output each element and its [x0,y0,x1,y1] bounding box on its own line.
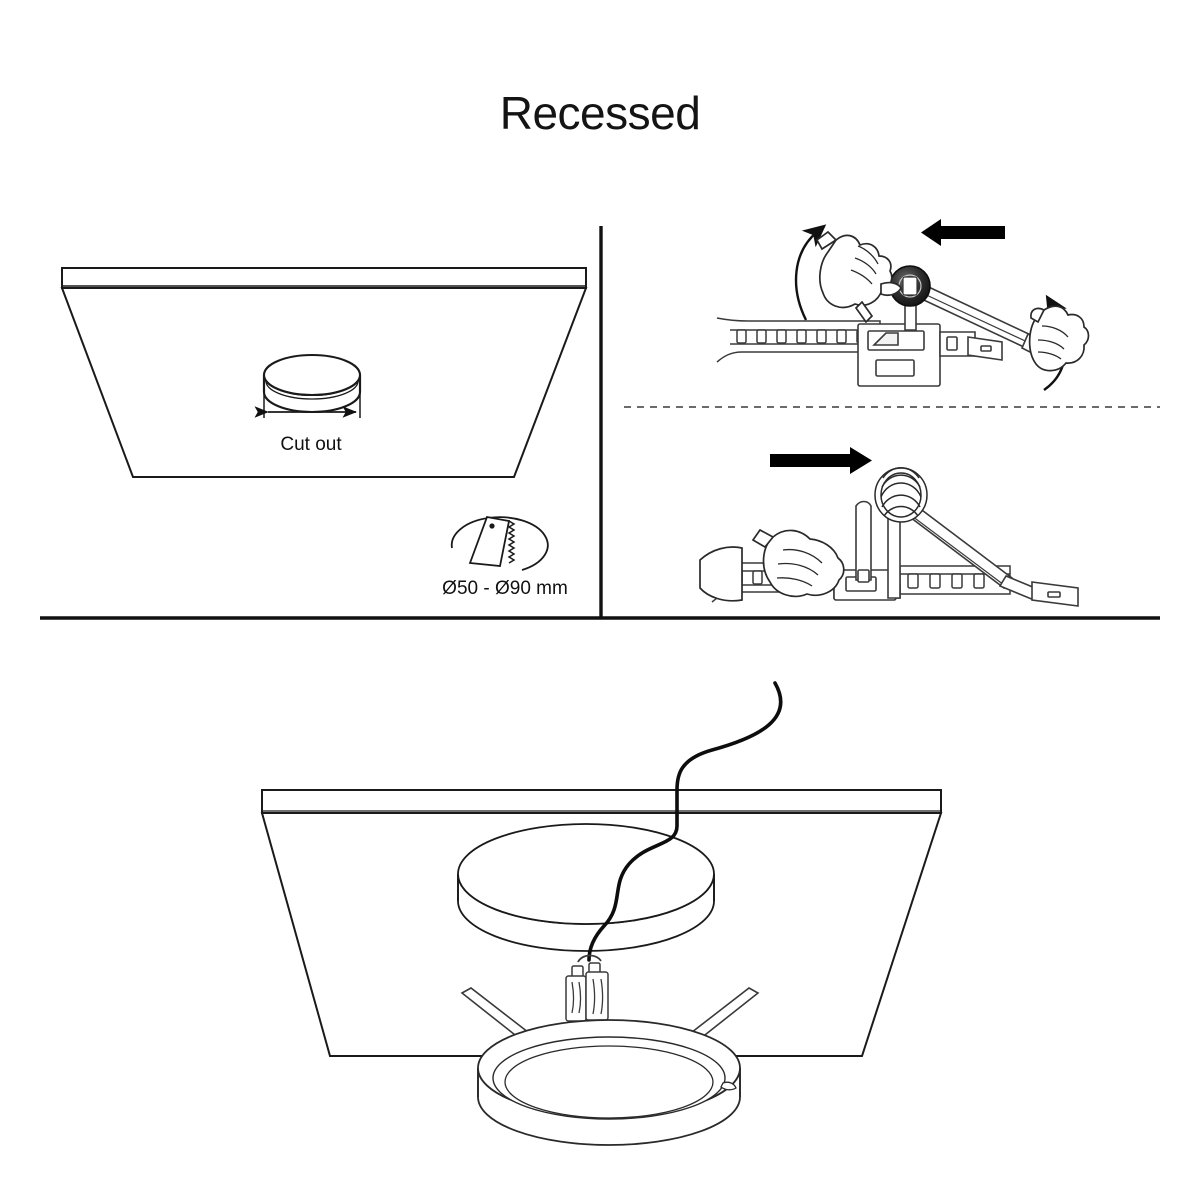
left-hand-icon-2 [699,528,845,602]
dimension-arrow-icon [254,383,361,418]
spring-clip-icon [857,280,1054,387]
pivot-knob-icon [889,265,931,307]
coil-spring-icon [874,467,928,523]
right-hand-icon [1028,305,1090,372]
hole-size-label: Ø50 - Ø90 mm [442,578,568,599]
hole-saw-blade-icon [450,515,549,571]
supply-cable-icon [675,681,783,792]
rotate-ccw-arrow-icon [794,224,827,321]
push-arrow-left-icon [921,219,1005,246]
cutout-hole-icon [457,823,715,952]
cutout-disc-icon [262,353,362,414]
cutout-label: Cut out [280,434,342,455]
luminaire-icon [477,1019,741,1146]
push-arrow-right-icon [770,447,872,474]
page-title: Recessed [499,87,701,139]
terminal-block-icon [565,954,609,1056]
supply-cable-inner-icon [587,788,679,962]
ceiling-rail-icon-3 [899,565,1011,595]
ceiling-rail-icon [716,317,881,363]
left-hand-icon [815,230,902,324]
